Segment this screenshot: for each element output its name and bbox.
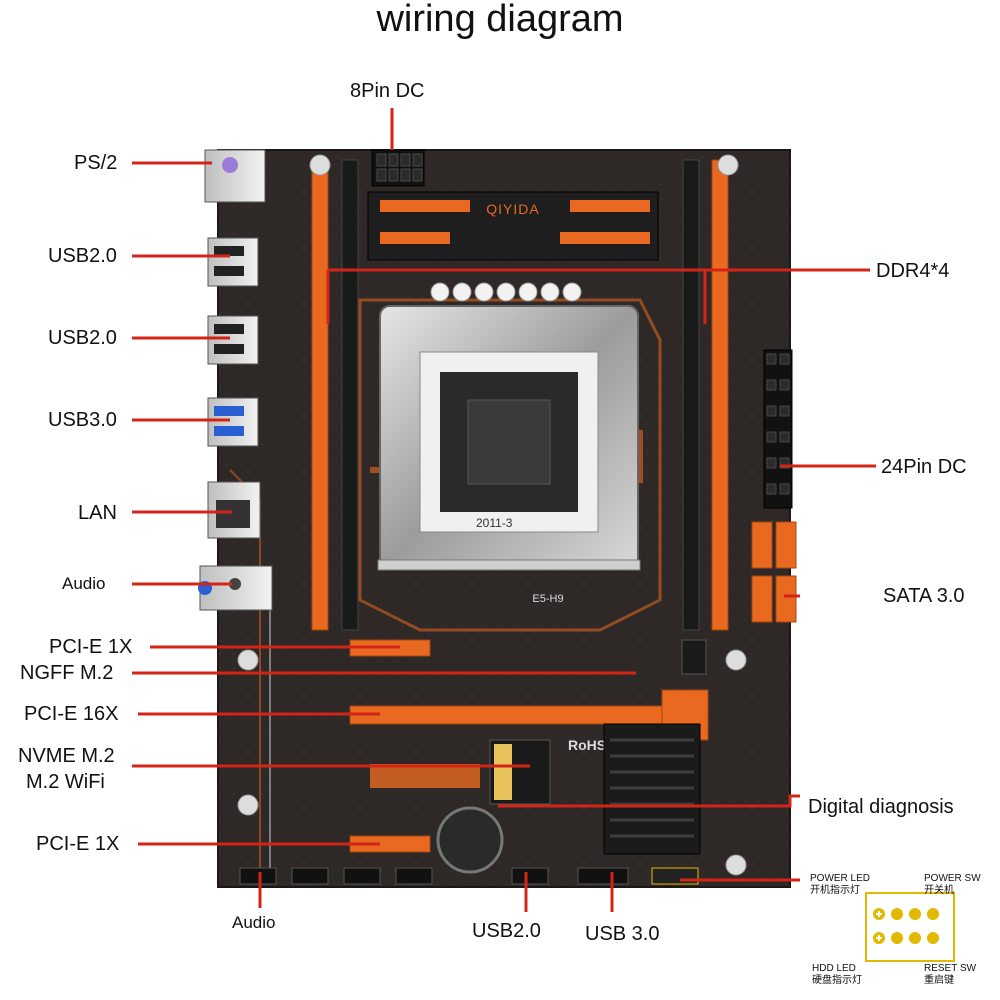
label-m2-wifi: M.2 WiFi: [26, 771, 105, 793]
label-usb30: USB3.0: [48, 409, 117, 431]
ps2-port: [204, 149, 266, 203]
label-ps2: PS/2: [74, 152, 118, 174]
label-audio-rear: Audio: [62, 574, 106, 593]
legend-power-sw: POWER SW 开关机: [924, 873, 981, 896]
socket-mark: 2011-3: [476, 516, 513, 530]
model-label: E5-H9: [532, 593, 563, 605]
bottom-headers: [239, 867, 699, 885]
label-8pin-dc: 8Pin DC: [350, 80, 425, 102]
diagram-title: wiring diagram: [376, 0, 624, 40]
cmos-battery: [436, 806, 504, 874]
mounting-holes: [237, 154, 747, 876]
cpu-8pin-connector: [371, 149, 425, 187]
label-nvme-m2: NVME M.2: [18, 745, 115, 767]
label-24pin-dc: 24Pin DC: [881, 456, 967, 478]
label-audio-front: Audio: [232, 913, 276, 932]
legend-reset-sw: RESET SW 重启键: [924, 963, 977, 986]
front-panel-pinout: [865, 892, 955, 962]
label-usb20-b: USB2.0: [48, 327, 117, 349]
label-pcie-1x-top: PCI-E 1X: [49, 636, 133, 658]
rohs-mark: RoHS: [568, 737, 606, 753]
label-digital-diagnosis: Digital diagnosis: [808, 796, 954, 818]
label-usb20-a: USB2.0: [48, 245, 117, 267]
vrm-capacitors: [430, 282, 582, 302]
label-ddr4: DDR4*4: [876, 260, 950, 282]
atx-24pin-connector: [763, 349, 793, 509]
legend-hdd-led: HDD LED 硬盘指示灯: [812, 963, 862, 986]
m2-slots: [370, 639, 707, 805]
label-pcie-16x: PCI-E 16X: [24, 703, 119, 725]
ram-slots: [311, 159, 729, 631]
label-ngff-m2: NGFF M.2: [20, 662, 114, 684]
rear-io: [198, 149, 273, 611]
cpu-socket: 2011-3: [377, 305, 641, 571]
label-sata: SATA 3.0: [883, 585, 965, 607]
label-lan: LAN: [78, 502, 117, 524]
sata-ports: [751, 521, 797, 623]
label-usb20-front: USB2.0: [472, 920, 541, 942]
legend-power-led: POWER LED 开机指示灯: [810, 873, 871, 896]
vrm-heatsink: QIYIDA: [367, 191, 659, 261]
label-usb30-front: USB 3.0: [585, 923, 660, 945]
label-pcie-1x-bottom: PCI-E 1X: [36, 833, 120, 855]
chipset-heatsink: [603, 723, 701, 855]
brand-logo: QIYIDA: [486, 201, 539, 217]
